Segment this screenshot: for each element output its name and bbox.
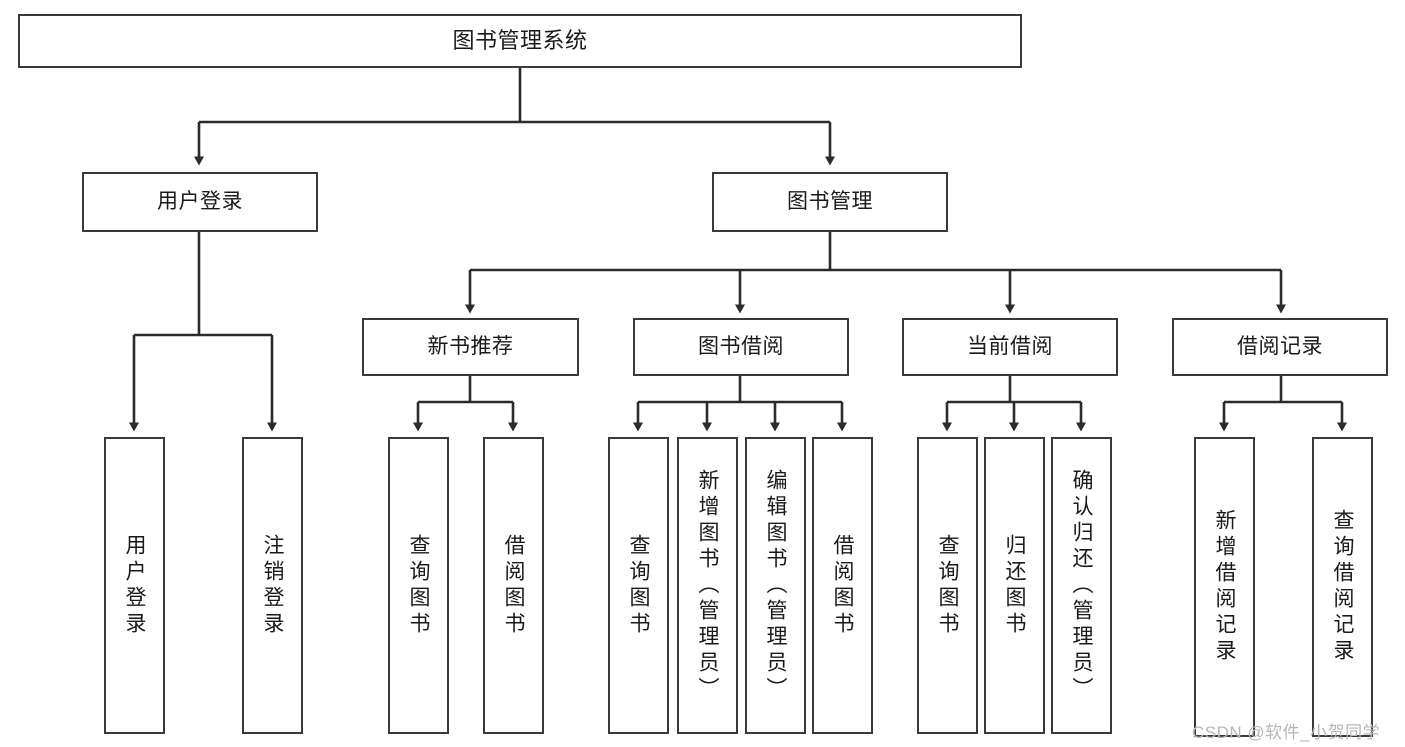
leaf-user-login[interactable]: 用户登录 [104,437,165,734]
leaf-new-book-query-label: 查询图书 [407,533,430,638]
leaf-new-book-borrow-label: 借阅图书 [502,533,525,638]
node-user-login[interactable]: 用户登录 [82,172,318,232]
leaf-add-borrow-record-label: 新增借阅记录 [1213,509,1236,665]
leaf-edit-book-admin[interactable]: 编辑图书（管理员） [745,437,806,734]
leaf-logout-label: 注销登录 [261,533,284,638]
watermark-text: CSDN @软件_小贺同学 [1192,723,1381,742]
node-book-borrow[interactable]: 图书借阅 [633,318,849,376]
leaf-borrow-query-book-label: 查询图书 [627,533,650,638]
leaf-query-borrow-record-label: 查询借阅记录 [1331,509,1354,665]
leaf-borrow-book[interactable]: 借阅图书 [812,437,873,734]
node-new-book-recommend-label: 新书推荐 [427,335,514,359]
leaf-query-borrow-record[interactable]: 查询借阅记录 [1312,437,1373,737]
leaf-add-book-admin[interactable]: 新增图书（管理员） [677,437,738,734]
leaf-add-borrow-record[interactable]: 新增借阅记录 [1194,437,1255,737]
leaf-current-query-book-label: 查询图书 [936,533,959,638]
node-book-management[interactable]: 图书管理 [712,172,948,232]
leaf-return-book[interactable]: 归还图书 [984,437,1045,734]
node-book-borrow-label: 图书借阅 [698,335,784,359]
node-root-system-label: 图书管理系统 [452,27,588,53]
leaf-borrow-query-book[interactable]: 查询图书 [608,437,669,734]
leaf-confirm-return-admin-label: 确认归还（管理员） [1070,468,1093,703]
node-current-borrow[interactable]: 当前借阅 [902,318,1118,376]
node-user-login-label: 用户登录 [157,190,243,214]
leaf-new-book-borrow[interactable]: 借阅图书 [483,437,544,734]
leaf-add-book-admin-label: 新增图书（管理员） [696,468,719,703]
leaf-return-book-label: 归还图书 [1003,533,1026,638]
leaf-logout[interactable]: 注销登录 [242,437,303,734]
node-book-management-label: 图书管理 [787,190,873,214]
node-current-borrow-label: 当前借阅 [967,335,1053,359]
node-root-system[interactable]: 图书管理系统 [18,14,1022,68]
leaf-borrow-book-label: 借阅图书 [831,533,854,638]
leaf-user-login-label: 用户登录 [123,533,146,638]
node-new-book-recommend[interactable]: 新书推荐 [362,318,579,376]
leaf-new-book-query[interactable]: 查询图书 [388,437,449,734]
leaf-current-query-book[interactable]: 查询图书 [917,437,978,734]
leaf-edit-book-admin-label: 编辑图书（管理员） [764,468,787,703]
leaf-confirm-return-admin[interactable]: 确认归还（管理员） [1051,437,1112,734]
node-borrow-record[interactable]: 借阅记录 [1172,318,1388,376]
node-borrow-record-label: 借阅记录 [1237,335,1323,359]
